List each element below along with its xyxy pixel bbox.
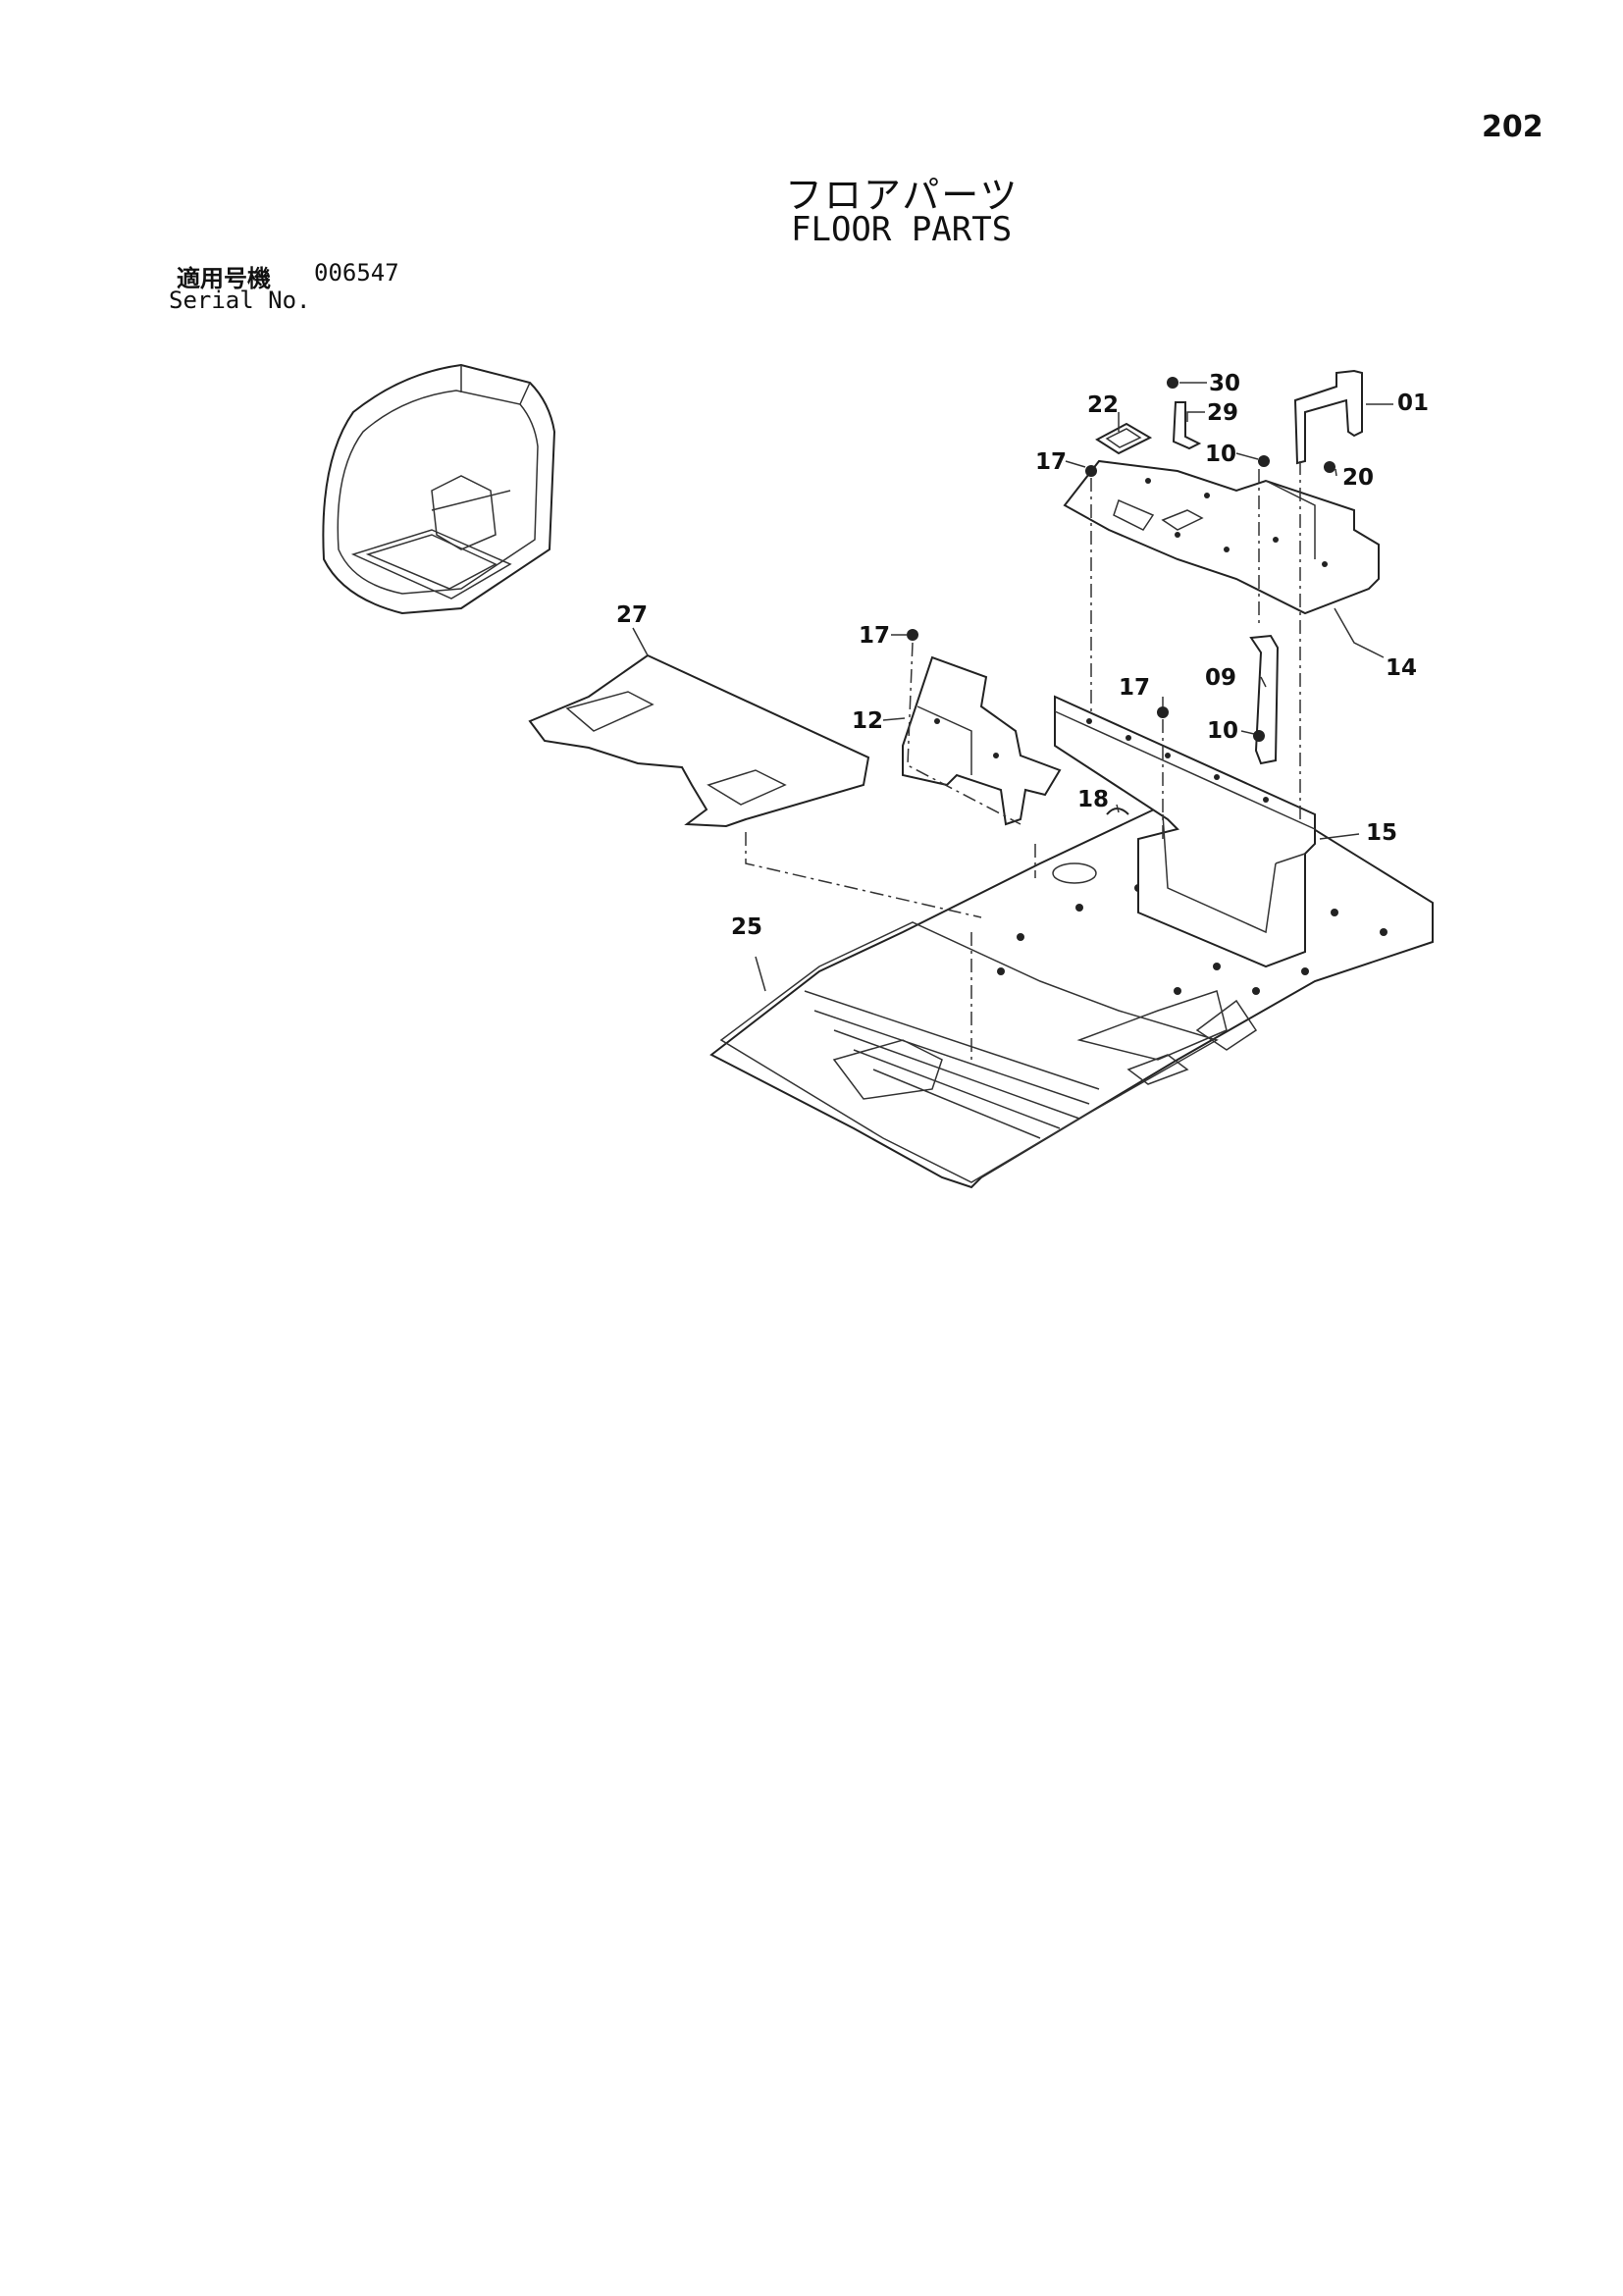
part-22-grommet (1095, 422, 1153, 455)
cab-overview-illustration (322, 363, 556, 615)
serial-label-japanese: 適用号機 (177, 265, 271, 292)
callout-09: 09 (1205, 665, 1236, 691)
callout-17-top: 17 (1035, 449, 1067, 475)
part-09-bracket (1249, 634, 1280, 765)
callout-25: 25 (731, 914, 762, 940)
part-12-side-plate (902, 655, 1062, 826)
part-14-upper-plate (1063, 459, 1380, 615)
callout-30: 30 (1209, 371, 1240, 396)
serial-number-value: 006547 (314, 259, 399, 287)
callout-27: 27 (616, 602, 648, 628)
part-22-grommet-inner (1105, 428, 1142, 448)
callout-12: 12 (852, 708, 883, 734)
callout-10-bottom: 10 (1207, 718, 1238, 744)
alignment-lines (745, 461, 1301, 1065)
serial-label: Serial No. (169, 287, 311, 314)
page-title: FLOOR PARTS (791, 210, 1013, 249)
part-29-bracket (1172, 401, 1202, 450)
part-01-bracket (1293, 369, 1363, 465)
part-15-frame (1054, 695, 1316, 968)
callout-18: 18 (1077, 787, 1109, 812)
bolt-markers (907, 377, 1335, 815)
callout-22: 22 (1087, 392, 1119, 418)
page-title-japanese: フロアパーツ (785, 174, 1020, 217)
part-27-floor-mat (528, 653, 870, 828)
callout-17-lower: 17 (1119, 675, 1150, 701)
callout-15: 15 (1366, 820, 1397, 846)
callout-29: 29 (1207, 400, 1238, 426)
page-number: 202 (1482, 110, 1544, 144)
callout-10-top: 10 (1205, 442, 1236, 467)
callout-14: 14 (1386, 655, 1417, 681)
callout-01: 01 (1397, 391, 1429, 416)
callout-17-middle: 17 (859, 623, 890, 649)
leader-lines (632, 382, 1393, 992)
callout-20: 20 (1342, 465, 1374, 491)
part-25-floor-plate (709, 773, 1434, 1189)
